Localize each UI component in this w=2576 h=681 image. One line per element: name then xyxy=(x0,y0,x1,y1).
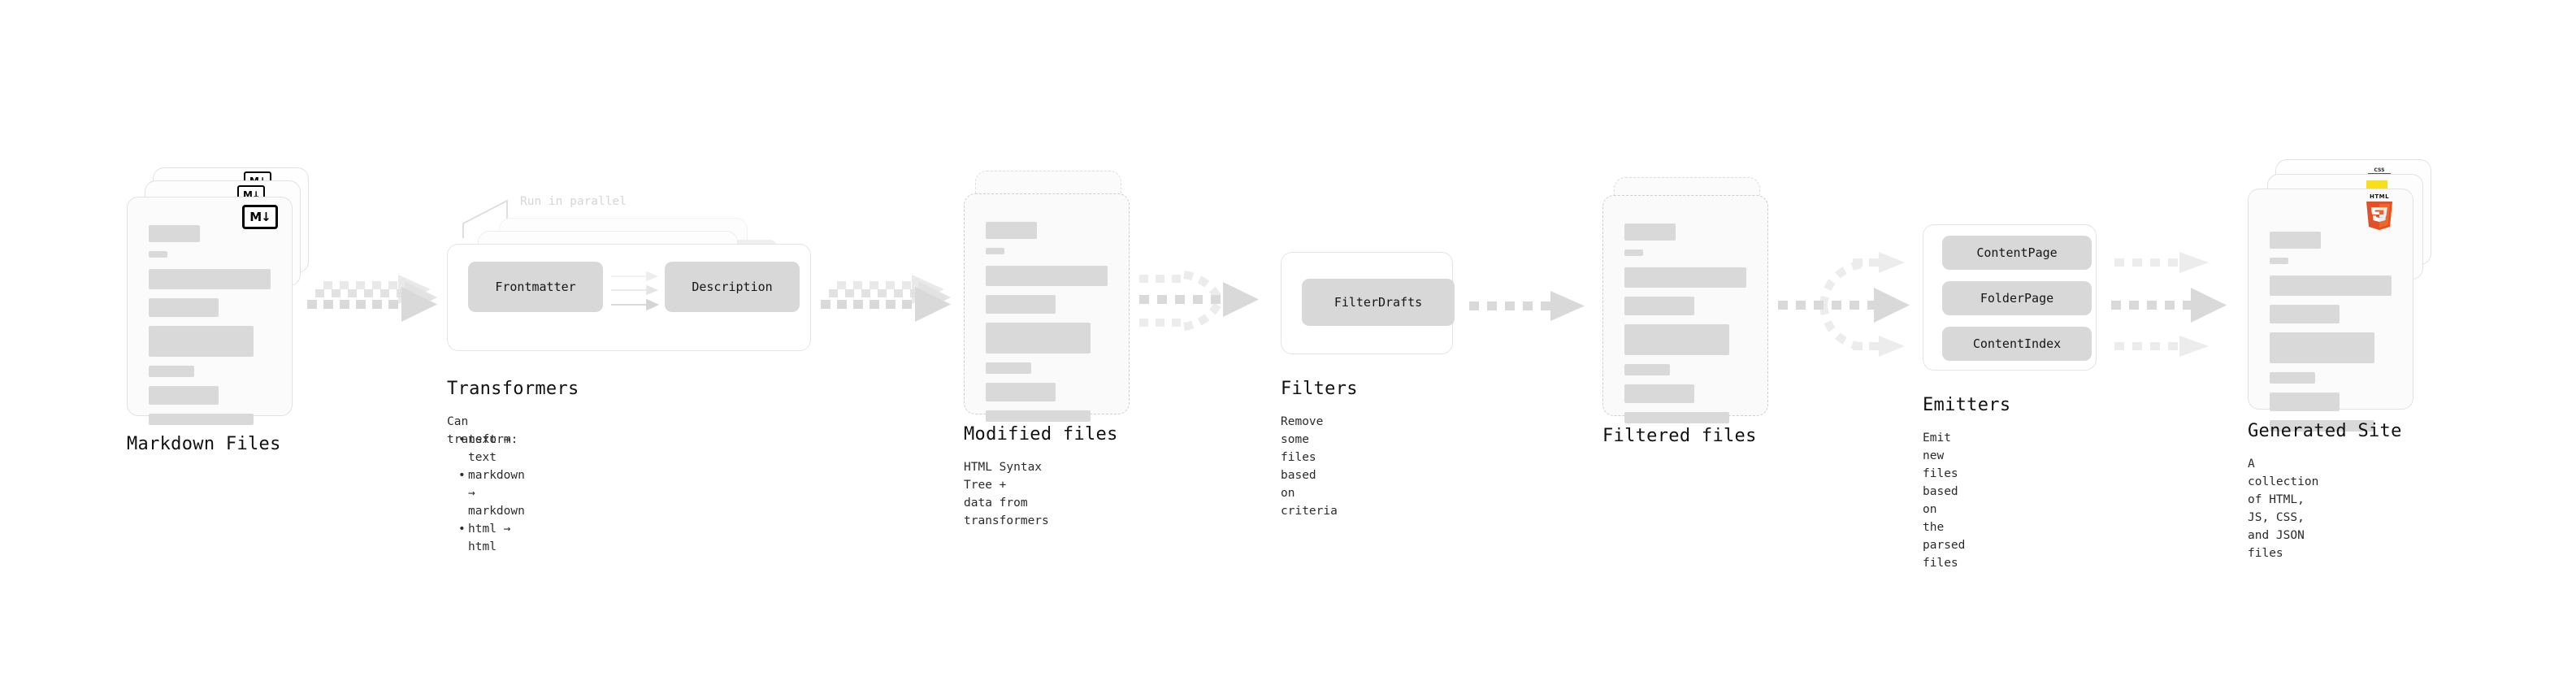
site-card-front xyxy=(2248,189,2413,432)
content-bar xyxy=(2270,275,2392,296)
stage-title-generated-site: Generated Site xyxy=(2248,421,2402,441)
content-bar xyxy=(149,414,254,425)
content-bar xyxy=(1624,267,1746,288)
content-bar xyxy=(149,225,200,242)
stage-title-modified-files: Modified files xyxy=(964,424,1118,445)
html5-icon-label: HTML xyxy=(2369,193,2390,200)
stage-title-filters: Filters xyxy=(1281,379,1358,399)
list-item: markdown → markdown xyxy=(457,466,525,520)
run-in-parallel-label: Run in parallel xyxy=(520,195,627,208)
stage-title-emitters: Emitters xyxy=(1923,395,2011,415)
markdown-icon: M↓ xyxy=(242,205,278,229)
site-card-content xyxy=(2270,232,2392,440)
transformer-inner-arrows xyxy=(611,268,668,333)
content-bar xyxy=(986,323,1091,354)
filters-subtitle: Remove some files based on criteria xyxy=(1281,415,1338,518)
content-bar xyxy=(2270,258,2288,264)
emitter-pill-contentindex[interactable]: ContentIndex xyxy=(1942,327,2092,361)
connector-transformers-to-modified xyxy=(821,275,959,340)
content-bar xyxy=(149,326,254,357)
content-bar xyxy=(1624,384,1694,403)
content-bar xyxy=(986,248,1004,254)
content-bar xyxy=(986,295,1056,314)
markdown-card-front xyxy=(127,197,293,425)
content-bar xyxy=(149,269,271,289)
content-bar xyxy=(2270,372,2315,384)
content-bar xyxy=(1624,249,1643,256)
content-bar xyxy=(2270,420,2374,432)
content-bar xyxy=(1624,223,1676,241)
run-in-parallel-bracket xyxy=(462,197,543,238)
emitter-pill-contentpage[interactable]: ContentPage xyxy=(1942,236,2092,270)
content-bar xyxy=(1624,412,1729,423)
content-bar xyxy=(986,222,1037,239)
content-bar xyxy=(2270,305,2340,323)
connector-filtered-to-emitters xyxy=(1778,234,1923,372)
stage-generated-site: CSS HTML Generated Site A collection of … xyxy=(0,0,2431,560)
filter-pill-filterdrafts[interactable]: FilterDrafts xyxy=(1302,279,1455,326)
content-bar xyxy=(986,383,1056,401)
content-bar xyxy=(2270,332,2374,363)
modified-card-front xyxy=(964,193,1130,422)
filtered-card-front xyxy=(1602,195,1768,423)
markdown-card-content xyxy=(149,225,271,434)
content-bar xyxy=(2270,393,2340,411)
generated-site-subtitle: A collection of HTML, JS, CSS, and JSON … xyxy=(2248,458,2319,560)
connector-md-to-transformers xyxy=(307,275,445,340)
content-bar xyxy=(986,266,1108,286)
connector-modified-to-filters xyxy=(1139,268,1269,341)
content-bar xyxy=(149,298,219,317)
connector-emitters-to-site xyxy=(2111,234,2256,372)
markdown-icon-label: M↓ xyxy=(249,209,271,224)
modified-card-content xyxy=(986,222,1108,431)
emitters-subtitle: Emit new files based on the parsed files xyxy=(1923,432,1966,570)
content-bar xyxy=(1624,364,1670,375)
content-bar xyxy=(1624,324,1729,355)
content-bar xyxy=(986,410,1091,422)
connector-filters-to-filtered xyxy=(1469,291,1591,332)
transformers-capability-list: text → text markdown → markdown html → h… xyxy=(457,431,525,556)
list-item: text → text xyxy=(457,431,525,466)
css-icon-label: CSS xyxy=(2374,167,2385,173)
content-bar xyxy=(149,251,167,258)
stage-title-markdown-files: Markdown Files xyxy=(127,434,281,454)
transformer-pill-frontmatter[interactable]: Frontmatter xyxy=(468,262,603,312)
content-bar xyxy=(1624,297,1694,315)
content-bar xyxy=(2270,232,2321,249)
stage-title-filtered-files: Filtered files xyxy=(1602,426,1757,446)
content-bar xyxy=(986,362,1031,374)
content-bar xyxy=(149,386,219,405)
transformer-pill-description[interactable]: Description xyxy=(665,262,800,312)
modified-files-subtitle: HTML Syntax Tree + data from transformer… xyxy=(964,461,1049,527)
stage-title-transformers: Transformers xyxy=(447,379,579,399)
html5-icon: HTML xyxy=(2363,193,2396,231)
emitter-pill-folderpage[interactable]: FolderPage xyxy=(1942,281,2092,315)
list-item: html → html xyxy=(457,520,525,556)
filtered-card-content xyxy=(1624,223,1746,432)
content-bar xyxy=(149,366,194,377)
